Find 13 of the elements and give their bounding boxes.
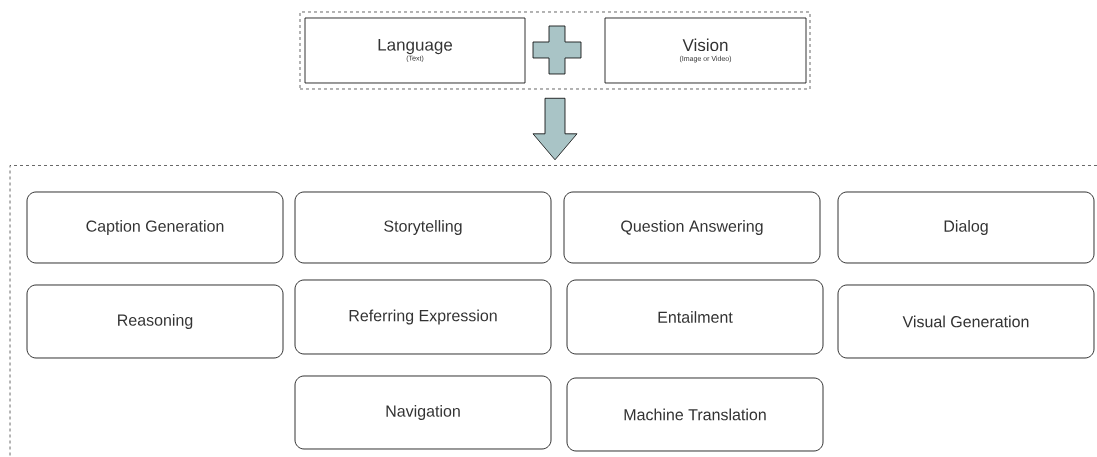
task-box: Dialog: [837, 191, 1095, 264]
task-box: Referring Expression: [294, 279, 552, 355]
task-box: Navigation: [294, 375, 552, 450]
task-box: Machine Translation: [566, 377, 824, 452]
block-arrow: [532, 97, 578, 161]
task-box: Entailment: [566, 279, 824, 355]
dashed-frame: [9, 165, 1097, 457]
dashed-frame: [299, 11, 811, 90]
task-box: Storytelling: [294, 191, 552, 264]
task-box: Question Answering: [563, 191, 821, 264]
task-box: Reasoning: [26, 284, 284, 359]
task-box: Caption Generation: [26, 191, 284, 264]
task-box: Visual Generation: [837, 284, 1095, 359]
